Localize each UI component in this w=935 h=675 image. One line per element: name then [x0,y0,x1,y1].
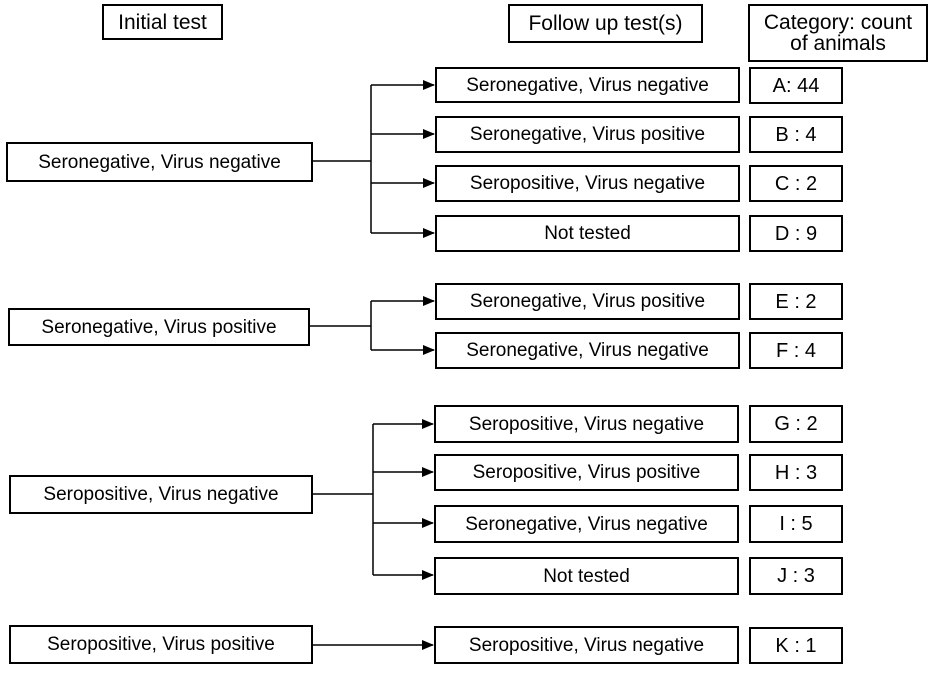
initial-test-box: Seropositive, Virus positive [9,625,313,664]
follow-up-test-header: Follow up test(s) [508,4,703,43]
follow-up-box: Seronegative, Virus positive [435,283,740,320]
category-box: H : 3 [749,454,843,491]
initial-test-box: Seronegative, Virus positive [8,308,310,346]
category-box: C : 2 [749,165,843,202]
follow-up-box: Seropositive, Virus negative [435,165,740,202]
category-header-line1: Category: count [763,10,913,34]
follow-up-box: Seropositive, Virus positive [434,454,739,491]
category-box: K : 1 [749,627,843,664]
category-box: I : 5 [749,505,843,543]
category-count-header: Category: count of animals [748,4,928,62]
follow-up-box: Not tested [434,557,739,595]
category-box: D : 9 [749,215,843,252]
follow-up-box: Seronegative, Virus negative [435,67,740,103]
follow-up-box: Seronegative, Virus negative [435,332,740,369]
follow-up-box: Not tested [435,215,740,252]
category-box: F : 4 [749,332,843,369]
category-box: J : 3 [749,557,843,595]
initial-test-header: Initial test [102,4,223,40]
category-header-line2: of animals [790,32,886,55]
follow-up-box: Seronegative, Virus positive [435,116,740,153]
initial-test-box: Seronegative, Virus negative [6,142,313,182]
follow-up-box: Seropositive, Virus negative [434,626,739,664]
category-box: G : 2 [749,405,843,443]
category-box: B : 4 [749,116,843,153]
category-box: E : 2 [749,283,843,320]
category-box: A: 44 [749,67,843,104]
follow-up-box: Seropositive, Virus negative [434,405,739,443]
initial-test-box: Seropositive, Virus negative [9,475,313,514]
follow-up-box: Seronegative, Virus negative [434,505,739,543]
